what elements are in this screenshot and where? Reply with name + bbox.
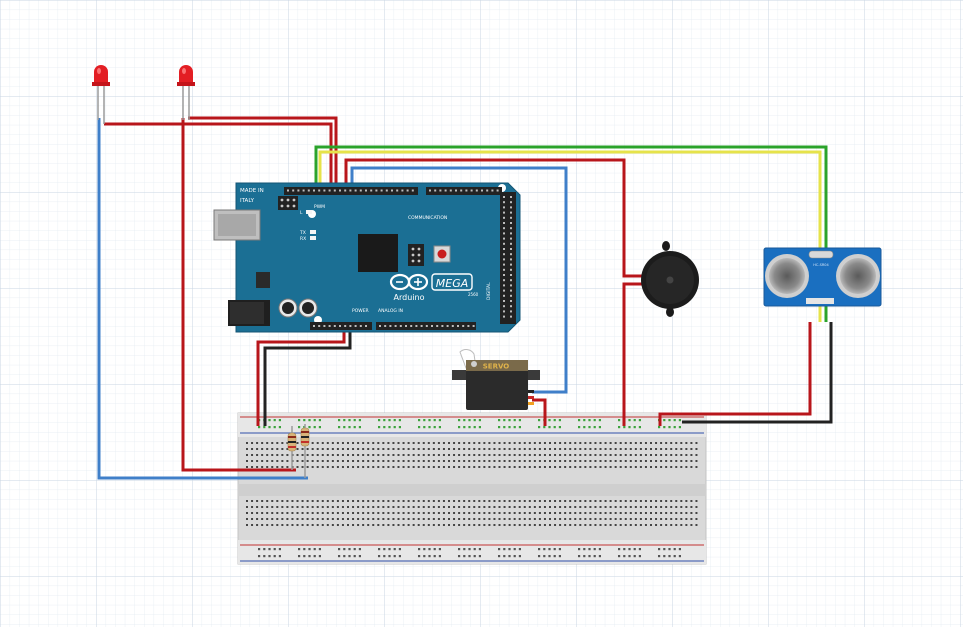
led-red-icon[interactable] [92, 65, 110, 124]
analog-in-label: ANALOG IN [378, 308, 403, 314]
power-label: POWER [352, 308, 369, 314]
led-red-icon[interactable] [177, 65, 195, 120]
rx-label: RX [300, 236, 306, 242]
wire-red-led2-signal [188, 116, 338, 192]
wire-red-led2-ground [181, 118, 296, 472]
wire-red-buzzer-gnd [622, 282, 648, 426]
wire-blue-servo-signal [350, 166, 568, 394]
ultrasonic-sensor[interactable]: HC-SR04 [763, 247, 882, 307]
arduino-mega-board[interactable]: MEGA Arduino 2560 MADE IN ITALY PWM L TX… [213, 182, 521, 333]
wire-red-buzzer-signal [344, 158, 648, 278]
wire-yellow-echo [318, 150, 822, 322]
communication-header [426, 187, 502, 195]
wire-red-led1-signal [104, 122, 333, 192]
pwm-label: PWM [314, 204, 325, 210]
wire-red-servo-power [532, 398, 547, 426]
arduino-model-suffix: 2560 [468, 292, 479, 297]
wire-black-gnd [263, 330, 352, 426]
resistor-icon[interactable] [300, 424, 310, 478]
servo-motor[interactable]: SERVO [452, 349, 540, 410]
wire-red-5v [256, 330, 346, 426]
arduino-logo-icon [389, 273, 429, 291]
header-pins [287, 189, 512, 327]
wire-blue-led1-ground [97, 118, 308, 480]
sensor-crystal-label: HC-SR04 [813, 263, 829, 267]
buzzer-icon[interactable] [641, 241, 699, 317]
wires [97, 116, 833, 480]
tx-label: TX [299, 230, 306, 236]
arduino-brand-label: Arduino [394, 293, 425, 302]
made-in-label: MADE IN [240, 188, 264, 194]
microcontroller-chip [358, 234, 398, 272]
breadboard[interactable] [237, 412, 707, 565]
l-led-label: L [300, 210, 303, 216]
resistor-icon[interactable] [287, 426, 297, 470]
wire-red-sensor-vcc [658, 322, 812, 426]
wire-black-sensor-gnd [682, 322, 833, 424]
breadboard-holes [246, 419, 698, 558]
wire-green-trig [314, 145, 828, 322]
digital-header-side [500, 192, 516, 324]
digital-label: DIGITAL [486, 282, 492, 300]
servo-label: SERVO [483, 363, 510, 371]
made-in-label-2: ITALY [240, 198, 255, 204]
arduino-model-label: MEGA [436, 277, 469, 290]
communication-label: COMMUNICATION [408, 215, 447, 221]
